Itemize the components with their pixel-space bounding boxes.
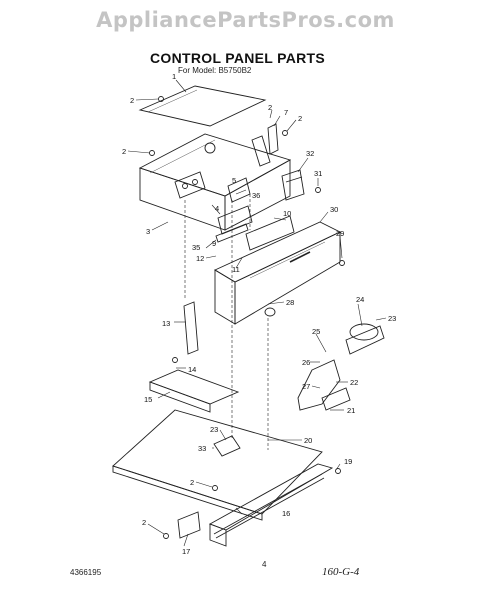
screws xyxy=(149,96,345,539)
callout-21: 21 xyxy=(347,406,355,415)
callout-24: 24 xyxy=(356,295,364,304)
footer-handwritten-code: 160-G-4 xyxy=(322,566,360,578)
callout-1: 1 xyxy=(172,72,176,81)
callout-labels: 1 2 2 2 2 2 2 3 4 5 7 9 10 11 12 13 14 1… xyxy=(122,72,396,556)
part-lens xyxy=(215,223,249,243)
callout-23: 23 xyxy=(210,425,218,434)
callout-2: 2 xyxy=(130,96,134,105)
callout-35: 35 xyxy=(192,243,200,252)
callout-26: 26 xyxy=(302,358,310,367)
callout-25: 25 xyxy=(312,327,320,336)
callout-22: 22 xyxy=(350,378,358,387)
callout-20: 20 xyxy=(304,436,312,445)
part-top-cover xyxy=(138,85,267,127)
callout-2: 2 xyxy=(190,478,194,487)
part-switch xyxy=(174,171,206,199)
callout-33: 33 xyxy=(198,444,206,453)
callout-3: 3 xyxy=(146,227,150,236)
callout-28: 28 xyxy=(286,298,294,307)
callout-2: 2 xyxy=(122,147,126,156)
callout-2: 2 xyxy=(298,114,302,123)
callout-11: 11 xyxy=(232,265,240,274)
callout-9: 9 xyxy=(212,239,216,248)
part-small-bracket xyxy=(177,511,201,539)
part-bottom-panel xyxy=(112,409,334,547)
part-clock-assembly xyxy=(297,323,385,411)
callout-32: 32 xyxy=(306,149,314,158)
watermark: AppliancePartsPros.com xyxy=(96,8,395,32)
part-bracket xyxy=(267,123,279,155)
callout-2: 2 xyxy=(142,518,146,527)
part-grommet xyxy=(264,307,276,317)
callout-27: 27 xyxy=(302,382,310,391)
assembly-lines xyxy=(184,194,269,450)
callout-5: 5 xyxy=(232,176,236,185)
callout-17: 17 xyxy=(182,547,190,556)
callout-10: 10 xyxy=(283,209,291,218)
callout-13: 13 xyxy=(162,319,170,328)
callout-12: 12 xyxy=(196,254,204,263)
callout-31: 31 xyxy=(314,169,322,178)
part-control-housing xyxy=(138,133,292,231)
part-end-cap xyxy=(183,301,199,355)
callout-30: 30 xyxy=(330,205,338,214)
callout-4: 4 xyxy=(215,204,219,213)
callout-29: 29 xyxy=(336,229,344,238)
leader-lines xyxy=(127,79,387,547)
callout-2: 2 xyxy=(268,103,272,112)
part-terminal-block xyxy=(281,169,305,201)
callout-36: 36 xyxy=(252,191,260,200)
diagram-subtitle: For Model: B5750B2 xyxy=(178,66,252,75)
part-wire-channel xyxy=(208,463,334,531)
callout-23: 23 xyxy=(388,314,396,323)
callout-19: 19 xyxy=(344,457,352,466)
part-switch-33 xyxy=(213,435,241,457)
callout-14: 14 xyxy=(188,365,196,374)
part-trim xyxy=(217,205,253,235)
callout-16: 16 xyxy=(282,509,290,518)
diagram-title: CONTROL PANEL PARTS xyxy=(150,50,326,66)
footer-page: 4 xyxy=(262,560,267,569)
callout-7: 7 xyxy=(284,108,288,117)
part-support-channel xyxy=(148,369,240,413)
footer-part-number: 4366195 xyxy=(70,568,102,577)
callout-15: 15 xyxy=(144,395,152,404)
